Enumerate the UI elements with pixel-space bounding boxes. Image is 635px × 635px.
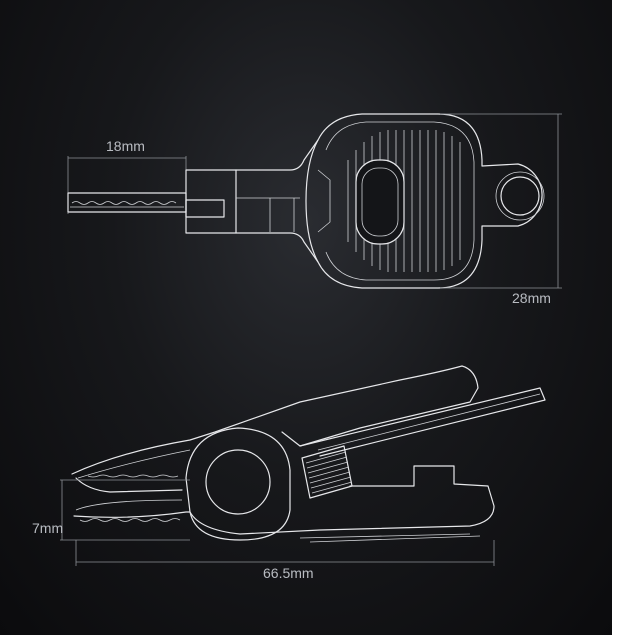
pivot-body [185, 427, 291, 541]
dimension-7mm: 7mm [32, 479, 190, 541]
diagram-canvas: 18mm [0, 0, 612, 635]
label-18mm: 18mm [106, 138, 145, 154]
dimension-66-5mm: 66.5mm [75, 540, 495, 581]
pivot-circle [205, 449, 271, 515]
key-shaft [67, 139, 319, 263]
top-view: 18mm [67, 113, 562, 306]
upper-jaw [71, 365, 479, 475]
grip-ridges [347, 130, 461, 272]
side-view: 7mm 66.5mm [32, 365, 546, 581]
technical-drawing: 18mm [32, 113, 562, 581]
lower-jaw [73, 465, 495, 535]
label-66-5mm: 66.5mm [263, 565, 314, 581]
key-head [305, 113, 545, 289]
right-margin [612, 0, 635, 635]
dimension-28mm: 28mm [440, 113, 562, 306]
lever-arm [299, 387, 546, 457]
label-28mm: 28mm [512, 290, 551, 306]
label-7mm: 7mm [32, 520, 63, 536]
